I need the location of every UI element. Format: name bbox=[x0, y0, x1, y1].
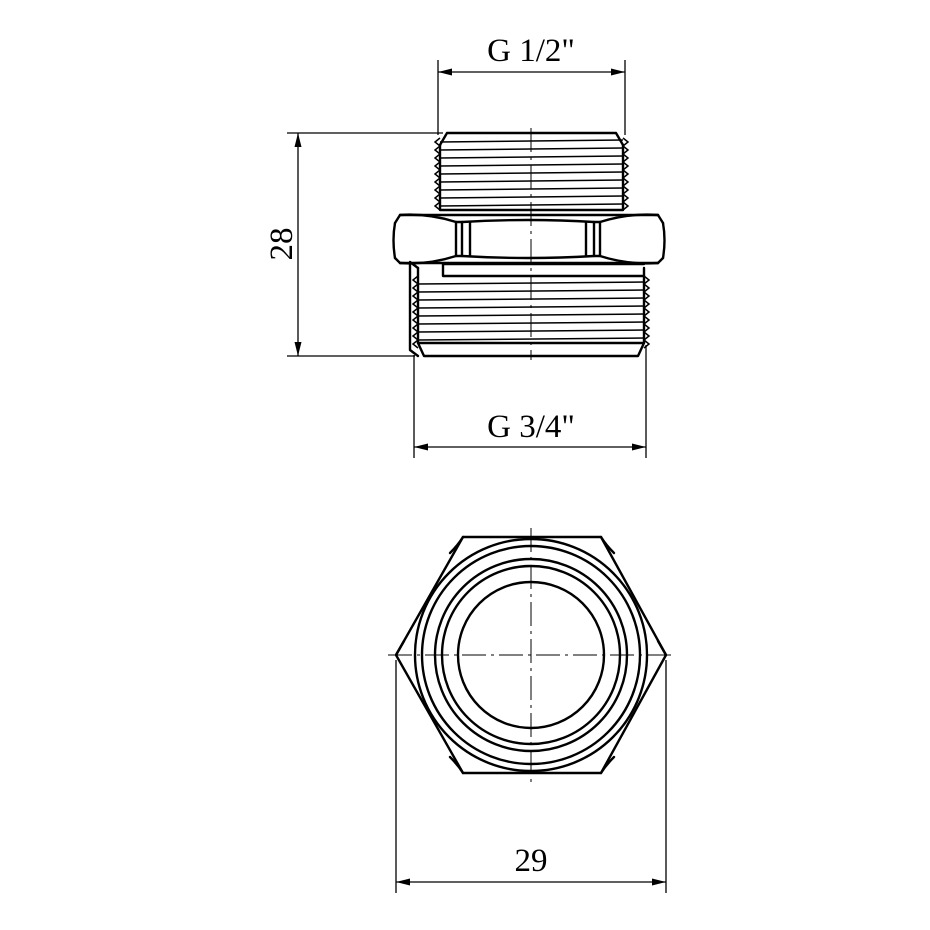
end-view-center-lines bbox=[388, 528, 674, 782]
bottom-thread-section bbox=[408, 260, 651, 358]
thread-teeth bbox=[621, 137, 630, 211]
hex-width-dimension: 29 bbox=[395, 660, 667, 893]
bottom-thread-teeth-right bbox=[642, 275, 651, 349]
length-label: 28 bbox=[264, 228, 300, 261]
thread-teeth bbox=[433, 137, 442, 211]
bottom-thread-label: G 3/4" bbox=[487, 409, 575, 445]
bottom-thread-teeth-left bbox=[411, 275, 420, 349]
top-thread-teeth-right bbox=[621, 137, 630, 211]
top-thread-label: G 1/2" bbox=[487, 33, 575, 69]
thread-line bbox=[417, 337, 645, 341]
length-dimension: 28 bbox=[264, 132, 443, 357]
top-thread-dimension: G 1/2" bbox=[437, 33, 626, 135]
side-view: G 1/2" 28 G 3/4" bbox=[264, 33, 666, 458]
bottom-thread-dimension: G 3/4" bbox=[413, 345, 647, 458]
thread-teeth bbox=[411, 275, 420, 349]
top-thread-teeth-left bbox=[433, 137, 442, 211]
end-view: 29 bbox=[388, 528, 674, 893]
hex-width-label: 29 bbox=[515, 843, 548, 879]
thread-teeth bbox=[642, 275, 651, 349]
hex-nut-section bbox=[392, 213, 666, 265]
